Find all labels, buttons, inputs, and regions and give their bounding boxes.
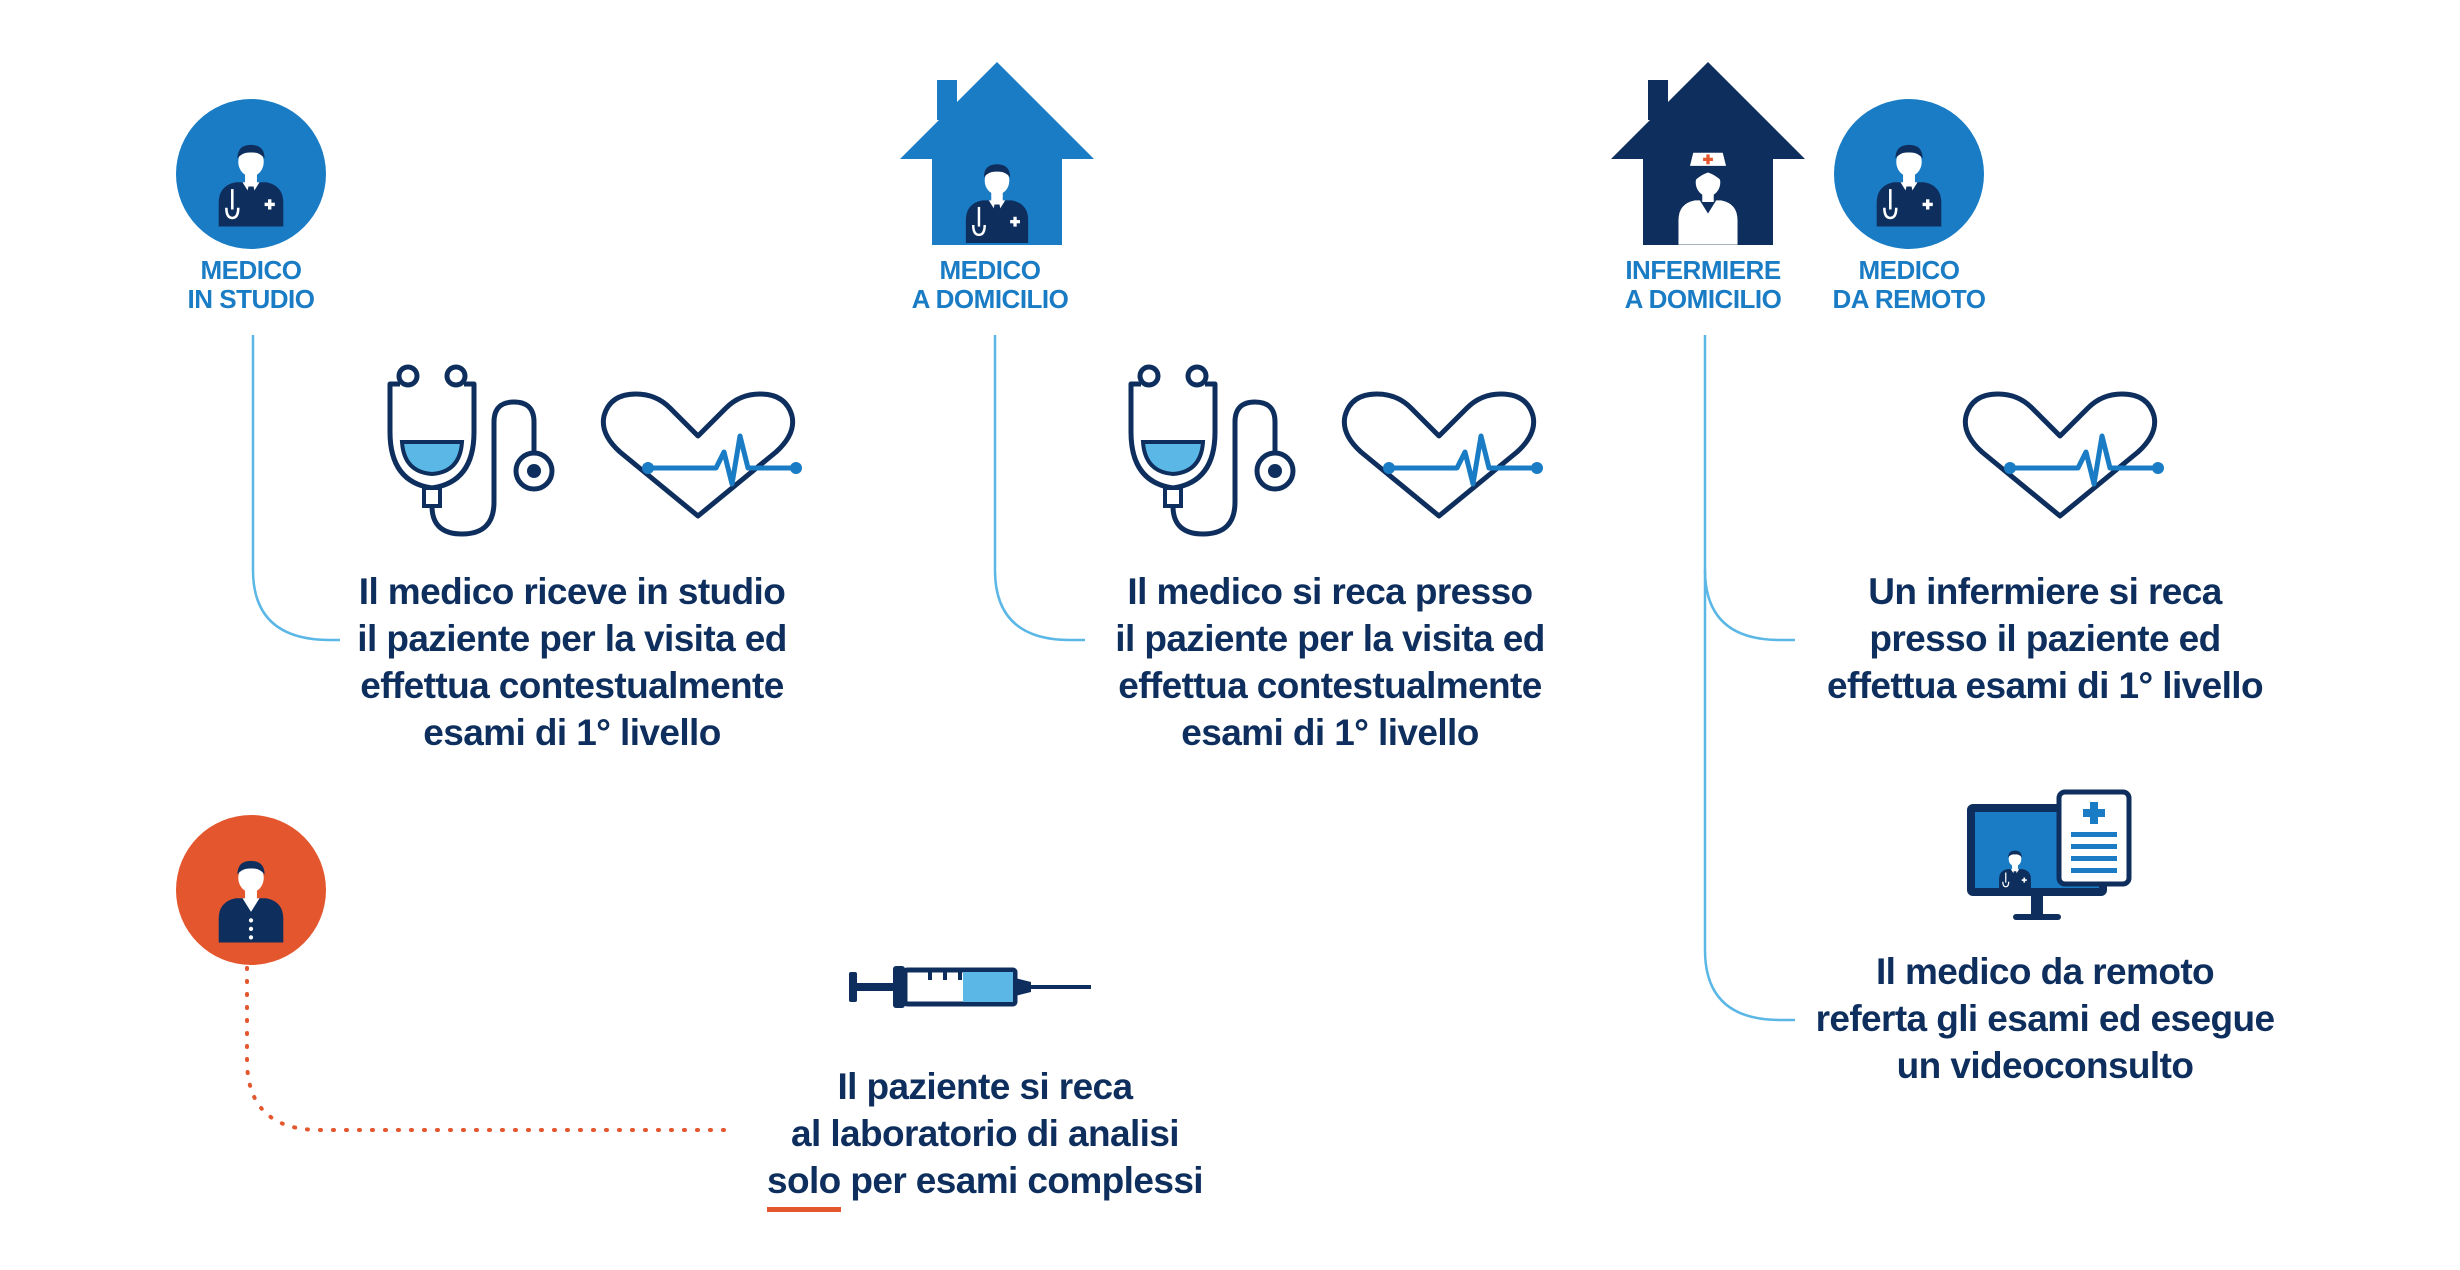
description-medico-in-studio: Il medico riceve in studio il paziente p… <box>357 571 787 753</box>
connector-remoto <box>1703 570 1795 1022</box>
house-nurse-icon <box>1611 62 1805 245</box>
description-patient-laboratorio: Il paziente si reca al laboratorio di an… <box>725 1063 1245 1212</box>
label-medico-da-remoto: MEDICO DA REMOTO <box>1832 255 1986 314</box>
connector-studio <box>251 335 340 642</box>
heartbeat-icon <box>600 391 802 519</box>
syringe-icon <box>849 966 1091 1008</box>
heartbeat-icon <box>1962 391 2164 519</box>
description-medico-da-remoto: Il medico da remoto referta gli esami ed… <box>1815 951 2275 1086</box>
patient-line3: solo per esami complessi <box>725 1157 1245 1212</box>
label-infermiere-a-domicilio: INFERMIERE A DOMICILIO <box>1624 255 1782 314</box>
heartbeat-icon <box>1341 391 1543 519</box>
underlined-solo: solo <box>767 1157 841 1212</box>
description-medico-a-domicilio: Il medico si reca presso il paziente per… <box>1115 571 1545 753</box>
stethoscope-icon <box>387 364 555 537</box>
doctor-icon <box>1834 99 1984 249</box>
description-infermiere-a-domicilio: Un infermiere si reca presso il paziente… <box>1827 571 2264 706</box>
label-medico-in-studio: MEDICO IN STUDIO <box>187 255 315 314</box>
doctor-icon <box>176 99 326 249</box>
patient-icon <box>176 815 326 965</box>
connector-patient <box>245 966 727 1132</box>
stethoscope-icon <box>1128 364 1296 537</box>
house-doctor-icon <box>900 62 1094 245</box>
connector-domicilio <box>993 335 1085 642</box>
label-medico-a-domicilio: MEDICO A DOMICILIO <box>911 255 1069 314</box>
telemedicine-monitor-icon <box>1967 789 2132 920</box>
